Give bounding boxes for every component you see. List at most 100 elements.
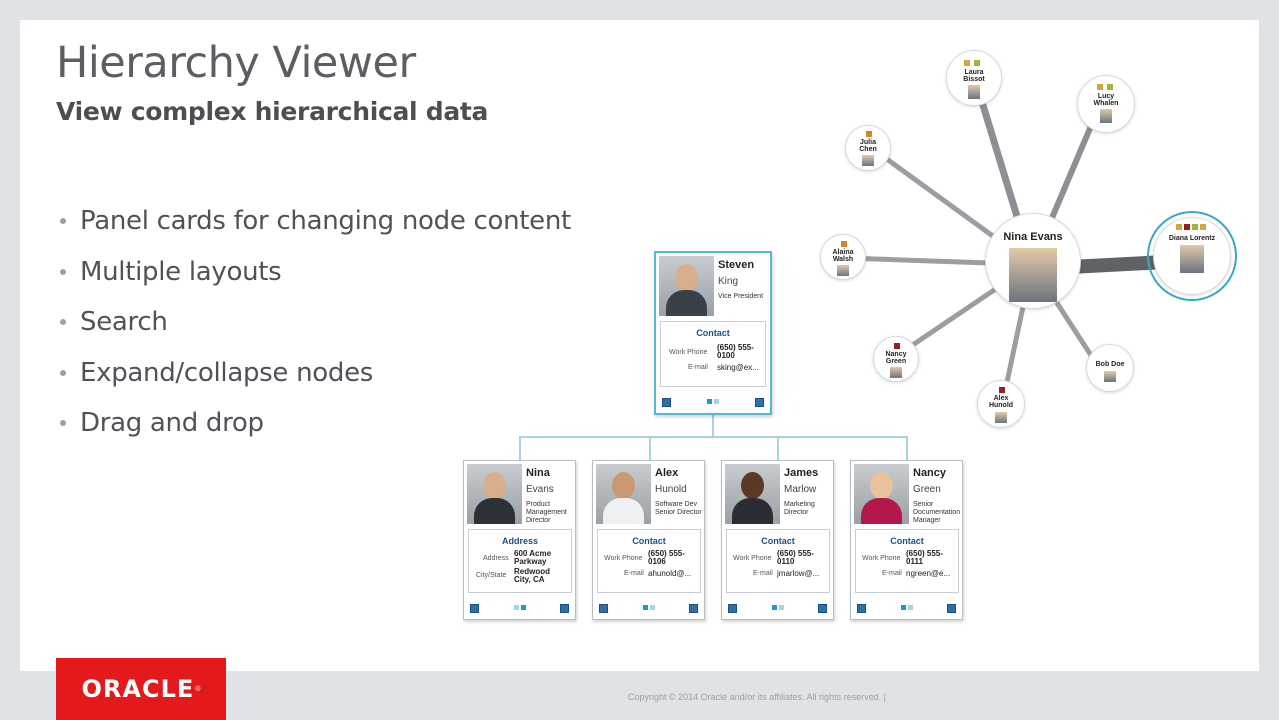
bullet-text: Drag and drop	[80, 408, 264, 438]
org-card-root[interactable]: Steven King Vice President Contact Work …	[654, 251, 772, 415]
row-label: Address	[483, 555, 509, 562]
node-name: Lucy Whalen	[1093, 93, 1119, 107]
row-label: E-mail	[882, 570, 902, 577]
card-last-name: Hunold	[655, 484, 687, 495]
card-job-title: Vice President	[718, 293, 764, 300]
bullet-dot	[60, 319, 66, 325]
card-first-name: James	[784, 467, 819, 479]
connector-line	[649, 436, 651, 460]
node-name: Nina Evans	[1003, 231, 1063, 243]
connector-line	[712, 414, 714, 436]
radial-node[interactable]: Bob Doe	[1086, 344, 1134, 392]
row-label: Work Phone	[604, 555, 643, 562]
card-last-name: Marlow	[784, 484, 817, 495]
node-name: Bob Doe	[1095, 361, 1125, 368]
prev-panel-button[interactable]	[599, 604, 608, 613]
bullet-item: Panel cards for changing node content	[60, 206, 571, 257]
status-square	[841, 241, 847, 247]
oracle-logo: ORACLE®	[56, 658, 226, 720]
card-panel: Contact Work Phone (650) 555-0111 E-mail…	[855, 529, 959, 593]
radial-node[interactable]: Julia Chen	[845, 125, 891, 171]
radial-node[interactable]: Nancy Green	[873, 336, 919, 382]
card-panel: Contact Work Phone (650) 555-0106 E-mail…	[597, 529, 701, 593]
avatar	[596, 464, 651, 524]
status-square	[1097, 84, 1103, 90]
email-label: E-mail	[688, 364, 708, 371]
panel-dots	[900, 605, 913, 610]
row-label: City/State	[476, 572, 507, 579]
status-square	[866, 131, 872, 137]
card-job-title: Product Management Director	[526, 501, 567, 524]
connector-line	[777, 436, 779, 460]
bullet-dot	[60, 369, 66, 376]
org-card-child[interactable]: James Marlow Marketing Director Contact …	[721, 460, 834, 620]
radial-node[interactable]: Lucy Whalen	[1077, 75, 1135, 133]
radial-node[interactable]: Alaina Walsh	[820, 234, 866, 280]
card-panel: Contact Work Phone (650) 555-0100 E-mail…	[660, 321, 766, 387]
bullet-text: Expand/collapse nodes	[80, 357, 374, 388]
node-name: Diana Lorentz	[1168, 235, 1216, 242]
row-value: 600 Acme Parkway	[514, 549, 552, 566]
prev-panel-button[interactable]	[662, 398, 671, 407]
bullet-item: Drag and drop	[60, 408, 571, 459]
bullet-item: Search	[60, 307, 571, 358]
panel-title: Address	[501, 536, 538, 546]
card-first-name: Nancy	[913, 467, 947, 479]
avatar	[837, 265, 849, 276]
next-panel-button[interactable]	[560, 604, 569, 613]
prev-panel-button[interactable]	[470, 604, 479, 613]
avatar	[467, 464, 522, 524]
next-panel-button[interactable]	[818, 604, 827, 613]
org-card-child[interactable]: Nancy Green Senior Documentation Manager…	[850, 460, 963, 620]
avatar	[1100, 109, 1112, 123]
org-card-child[interactable]: Alex Hunold Software Dev Senior Director…	[592, 460, 705, 620]
next-panel-button[interactable]	[947, 604, 956, 613]
row-label: Work Phone	[862, 555, 901, 562]
bullet-dot	[60, 218, 66, 224]
node-name: Alex Hunold	[988, 395, 1014, 409]
row-label: E-mail	[753, 570, 773, 577]
panel-dots	[707, 399, 719, 404]
status-square	[894, 343, 900, 349]
status-square	[964, 60, 970, 66]
connector-line	[519, 436, 521, 460]
row-label: Work Phone	[733, 555, 772, 562]
avatar	[854, 464, 909, 524]
panel-title: Contact	[696, 328, 730, 338]
avatar	[1104, 371, 1116, 382]
slide-subtitle: View complex hierarchical data	[56, 97, 489, 126]
connector-line	[906, 436, 908, 460]
row-label: E-mail	[624, 570, 644, 577]
brand-name: ORACLE	[81, 675, 195, 703]
connector-line	[519, 436, 907, 438]
row-value: ahunold@...	[648, 569, 692, 578]
card-panel: Contact Work Phone (650) 555-0110 E-mail…	[726, 529, 830, 593]
status-square	[974, 60, 980, 66]
card-last-name: Green	[913, 484, 941, 495]
bullet-item: Multiple layouts	[60, 257, 571, 308]
node-name: Julia Chen	[859, 139, 877, 153]
bullet-text: Search	[80, 307, 168, 337]
next-panel-button[interactable]	[689, 604, 698, 613]
next-panel-button[interactable]	[755, 398, 764, 407]
status-square	[999, 387, 1005, 393]
status-square	[1184, 224, 1190, 230]
prev-panel-button[interactable]	[728, 604, 737, 613]
radial-node[interactable]: Diana Lorentz	[1153, 217, 1231, 295]
prev-panel-button[interactable]	[857, 604, 866, 613]
org-card-child[interactable]: Nina Evans Product Management Director A…	[463, 460, 576, 620]
radial-node[interactable]: Alex Hunold	[977, 380, 1025, 428]
card-job-title: Marketing Director	[784, 501, 815, 516]
avatar	[968, 85, 980, 99]
avatar	[890, 367, 902, 378]
panel-dots	[642, 605, 655, 610]
avatar	[995, 412, 1007, 423]
bullet-text: Multiple layouts	[80, 256, 282, 287]
radial-node[interactable]: Laura Bissot	[946, 50, 1002, 106]
avatar	[1180, 245, 1204, 273]
status-square	[1192, 224, 1198, 230]
row-value: jmarlow@...	[777, 569, 820, 578]
row-value: Redwood City, CA	[514, 567, 550, 584]
radial-center-node[interactable]: Nina Evans	[985, 213, 1081, 309]
avatar	[659, 256, 714, 316]
